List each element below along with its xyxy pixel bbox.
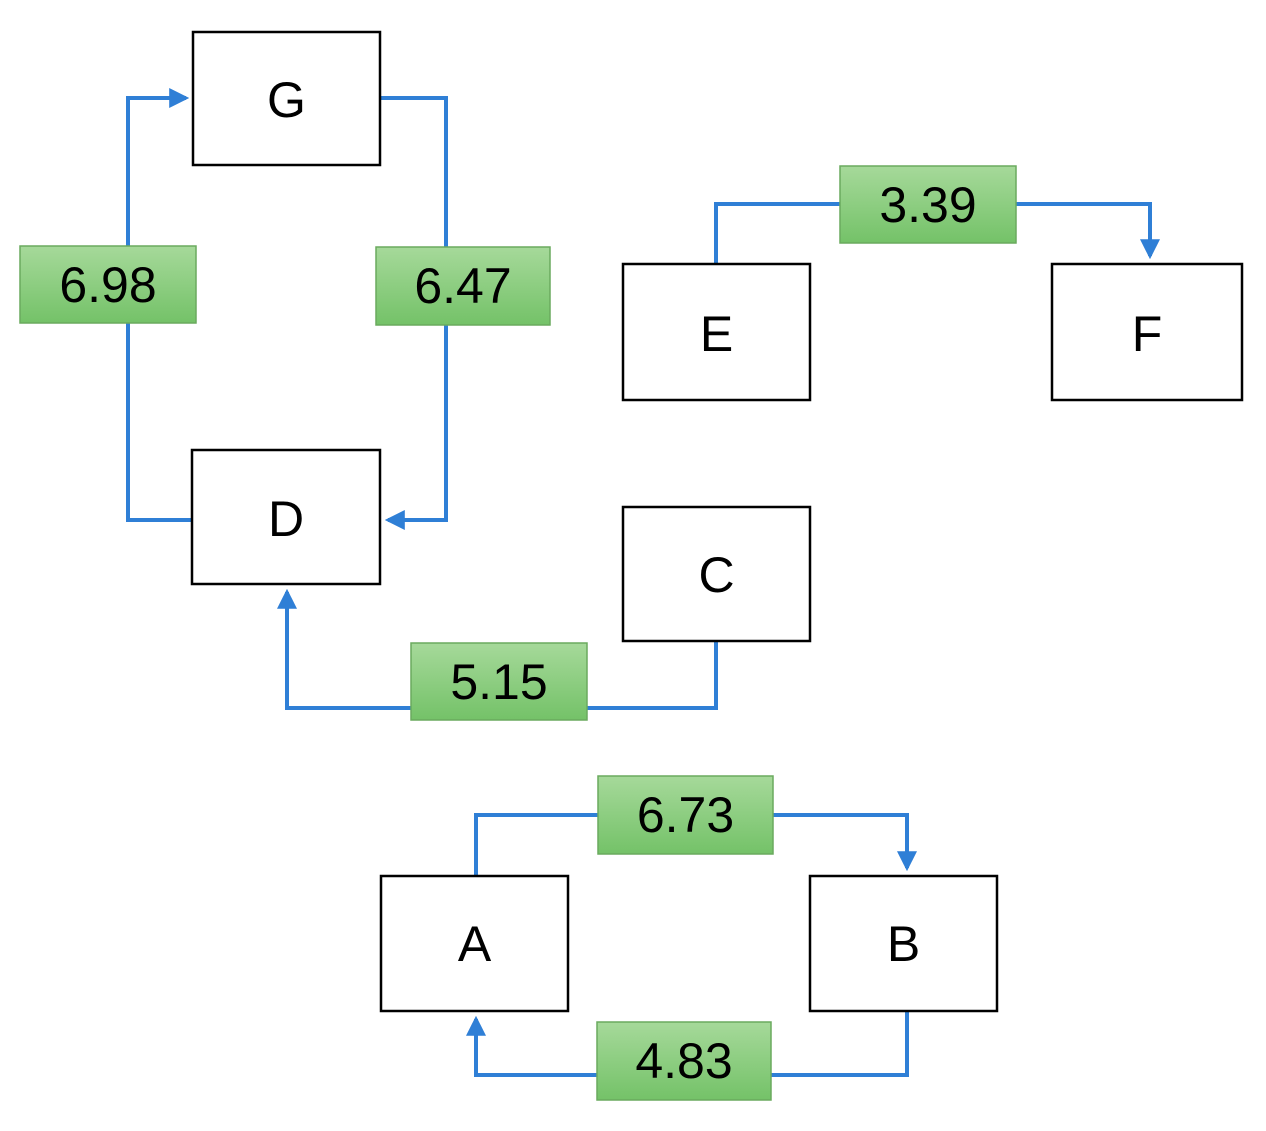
weight-label-b-a: 4.83 (596, 1021, 772, 1101)
weight-text-g-d: 6.47 (414, 258, 511, 314)
weight-label-a-b: 6.73 (597, 775, 774, 855)
weight-label-e-f: 3.39 (839, 165, 1017, 244)
node-b-box (808, 874, 999, 1013)
node-g: G (191, 30, 382, 167)
node-b: B (808, 874, 999, 1013)
weight-text-a-b: 6.73 (637, 787, 734, 843)
node-f-box (1050, 262, 1244, 402)
node-f-label: F (1132, 306, 1163, 362)
node-g-label: G (267, 72, 306, 128)
node-b-label: B (887, 916, 920, 972)
weight-box-d-g (19, 245, 197, 324)
node-e-label: E (700, 306, 733, 362)
weight-text-c-d: 5.15 (450, 654, 547, 710)
node-e: E (621, 262, 812, 402)
weight-box-a-b (597, 775, 774, 855)
node-f: F (1050, 262, 1244, 402)
weight-label-c-d: 5.15 (410, 642, 588, 721)
node-d: D (190, 448, 382, 586)
weight-label-d-g: 6.98 (19, 245, 197, 324)
weight-text-d-g: 6.98 (59, 257, 156, 313)
node-d-label: D (268, 491, 304, 547)
node-c-box (621, 505, 812, 643)
node-e-box (621, 262, 812, 402)
weight-box-g-d (375, 246, 551, 326)
weight-box-b-a (596, 1021, 772, 1101)
node-d-box (190, 448, 382, 586)
nodes: G E F D C A B (190, 30, 1244, 1013)
weight-label-g-d: 6.47 (375, 246, 551, 326)
node-c: C (621, 505, 812, 643)
weight-text-b-a: 4.83 (635, 1033, 732, 1089)
edge-weights: 6.98 6.47 3.39 5.15 6.73 4.83 (19, 165, 1017, 1101)
weight-box-e-f (839, 165, 1017, 244)
weight-box-c-d (410, 642, 588, 721)
node-a-label: A (458, 916, 492, 972)
node-g-box (191, 30, 382, 167)
weight-text-e-f: 3.39 (879, 177, 976, 233)
node-c-label: C (698, 547, 734, 603)
node-a-box (379, 874, 570, 1013)
node-a: A (379, 874, 570, 1013)
